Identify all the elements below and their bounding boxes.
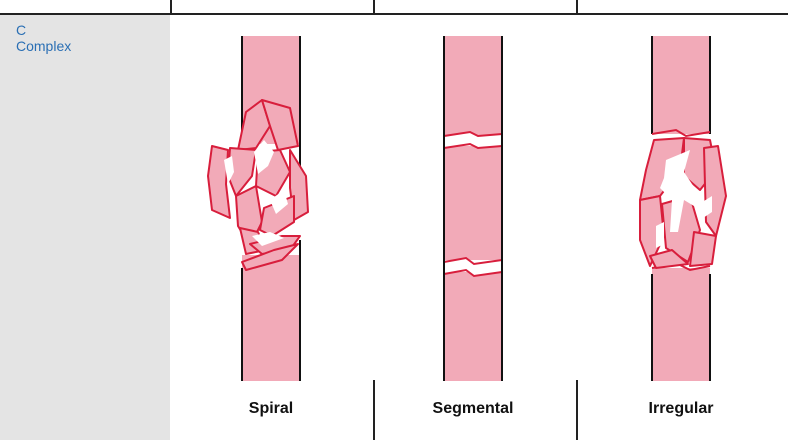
segmental-fracture-illustration	[444, 36, 502, 381]
irregular-fracture-illustration	[640, 36, 726, 381]
column-divider	[576, 380, 578, 440]
caption-spiral: Spiral	[211, 400, 331, 418]
caption-irregular: Irregular	[621, 400, 741, 418]
column-divider	[373, 380, 375, 440]
segmental-upper-shaft	[444, 36, 502, 136]
spiral-lower-shaft	[242, 255, 300, 381]
segmental-lower-shaft	[444, 272, 502, 381]
spiral-fragments	[208, 100, 308, 270]
irregular-upper-shaft	[652, 36, 710, 134]
caption-segmental: Segmental	[413, 400, 533, 418]
segmental-middle-segment	[444, 146, 502, 260]
spiral-fracture-illustration	[208, 36, 308, 381]
irregular-lower-shaft	[652, 268, 710, 381]
